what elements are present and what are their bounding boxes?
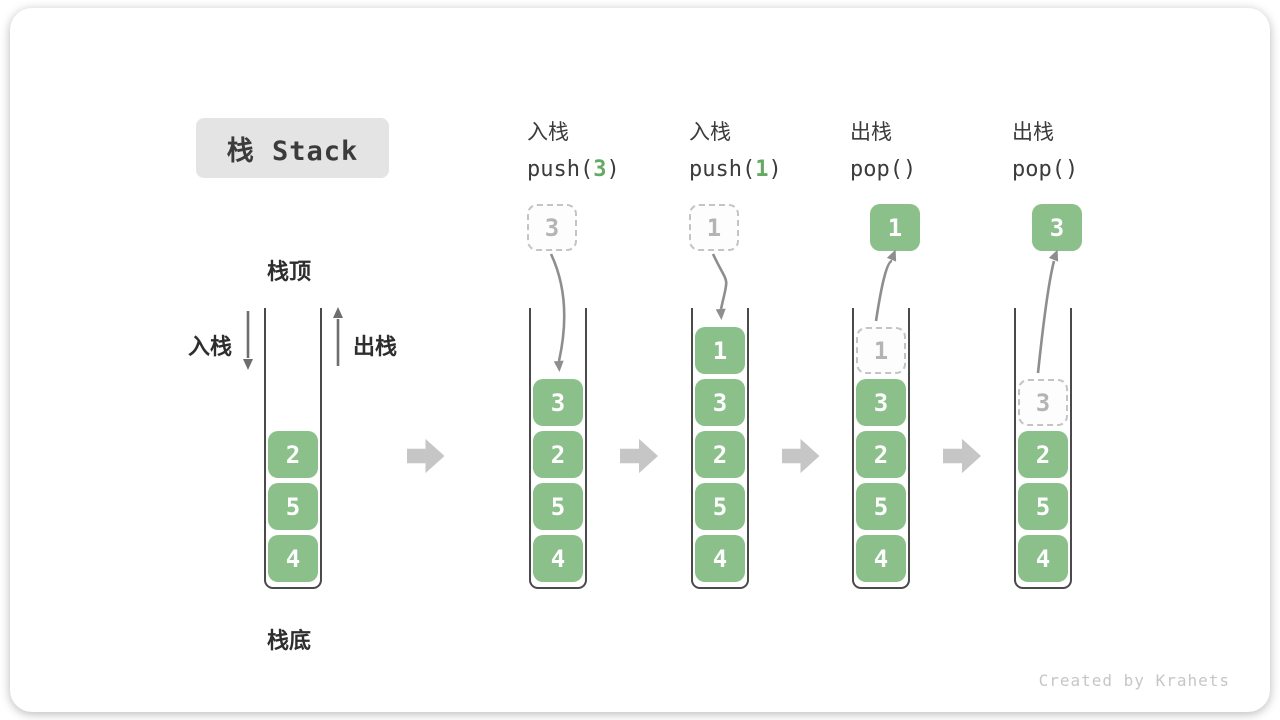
stack-item: 5 (533, 483, 583, 530)
push-down-arrow-icon (243, 359, 253, 370)
stack-item: 3 (856, 379, 906, 426)
popped-ghost-item: 3 (1018, 379, 1068, 426)
popped-value-box: 1 (870, 204, 920, 251)
operation-code-fn: push( (527, 157, 594, 182)
operation-code-arg: 3 (593, 157, 607, 182)
step-transition-arrow-icon (943, 438, 981, 474)
operation-code: push(3) (527, 157, 620, 182)
stack-item: 4 (268, 535, 318, 582)
operation-label-cn: 入栈 (689, 120, 731, 144)
stack-item: 2 (268, 431, 318, 478)
operation-label-cn: 出栈 (850, 120, 892, 144)
push-motion-arrow (711, 253, 728, 310)
stack-item: 2 (533, 431, 583, 478)
push-direction-label: 入栈 (188, 335, 233, 360)
watermark: Created by Krahets (1038, 671, 1230, 690)
popped-value-box: 3 (1032, 204, 1082, 251)
step-transition-arrow-icon (406, 438, 445, 474)
stack-item: 3 (695, 379, 745, 426)
stack-item: 2 (695, 431, 745, 478)
step-transition-arrow-icon (620, 438, 658, 474)
stack-top-label: 栈顶 (267, 260, 312, 285)
operation-label-cn: 出栈 (1012, 120, 1054, 144)
step-transition-arrow-icon (781, 438, 820, 474)
stack-item: 5 (695, 483, 745, 530)
stack-item: 4 (856, 535, 906, 582)
operation-code-fn: pop( (1012, 157, 1065, 182)
stack-item: 5 (268, 483, 318, 530)
title-text: 栈 Stack (226, 135, 359, 167)
stack-item: 4 (533, 535, 583, 582)
operation-header: 出栈 pop() (850, 116, 916, 182)
operation-code: pop() (1012, 157, 1078, 182)
operation-code: pop() (850, 157, 916, 182)
operation-code-fn: pop( (850, 157, 903, 182)
pop-up-arrow-icon (333, 307, 343, 318)
operation-code-close: ) (902, 157, 917, 182)
stack-item: 5 (1018, 483, 1068, 530)
title-box: 栈 Stack (196, 118, 389, 178)
stack-item: 4 (695, 535, 745, 582)
operation-header: 入栈 push(3) (527, 116, 620, 182)
stack-item: 4 (1018, 535, 1068, 582)
operation-label-cn: 入栈 (527, 120, 569, 144)
operation-code-close: ) (606, 157, 620, 182)
stack-item: 2 (856, 431, 906, 478)
operation-code-arg: 1 (755, 157, 769, 182)
stack-bottom-label: 栈底 (267, 629, 312, 654)
operation-code-close: ) (1064, 157, 1079, 182)
pop-direction-label: 出栈 (353, 335, 398, 360)
incoming-value-box: 3 (527, 204, 577, 251)
operation-code-fn: push( (689, 157, 756, 182)
operation-code-close: ) (768, 157, 782, 182)
stack-item: 1 (695, 327, 745, 374)
arrows-overlay (243, 249, 1059, 374)
operation-header: 入栈 push(1) (689, 116, 782, 182)
incoming-value-box: 1 (689, 204, 739, 251)
stack-item: 2 (1018, 431, 1068, 478)
operation-header: 出栈 pop() (1012, 116, 1078, 182)
stack-item: 5 (856, 483, 906, 530)
operation-code: push(1) (689, 157, 782, 182)
popped-ghost-item: 1 (856, 327, 906, 374)
stack-item: 3 (533, 379, 583, 426)
